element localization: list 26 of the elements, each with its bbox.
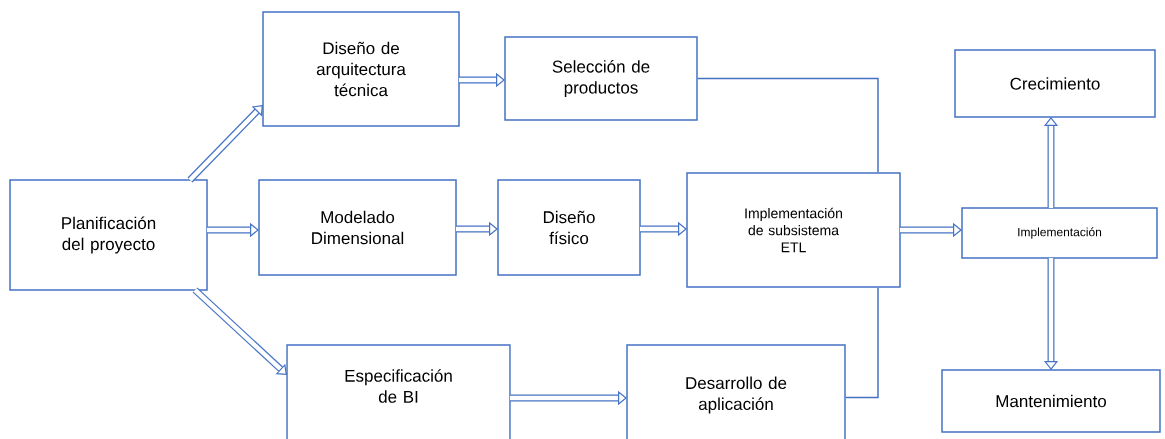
process-box — [686, 172, 901, 288]
node-label: Mantenimiento — [996, 394, 1107, 408]
node-label: Planificación del proyecto — [62, 216, 156, 254]
process-box — [286, 344, 511, 439]
process-box — [9, 179, 208, 291]
process-box — [262, 11, 460, 127]
node-label: Diseño físico — [543, 210, 595, 245]
node-label: Crecimiento — [1010, 77, 1100, 90]
connector-line — [845, 287, 879, 399]
node-label: Implementación — [1018, 227, 1102, 239]
node-label: Selección de productos — [552, 59, 650, 98]
node-label: Especificación de BI — [345, 369, 452, 403]
node-label: Implementación de subsistema ETL — [745, 207, 842, 253]
process-box — [258, 179, 457, 276]
node-label: Modelado Dimensional — [312, 210, 404, 245]
process-box — [504, 36, 698, 121]
connector-line — [697, 77, 879, 173]
process-box — [626, 344, 846, 439]
block-arrow — [187, 105, 263, 183]
process-box — [954, 49, 1156, 118]
block-arrow — [192, 287, 287, 375]
process-box — [961, 207, 1158, 259]
node-label: Diseño de arquitectura técnica — [316, 41, 406, 97]
process-box — [941, 369, 1161, 433]
process-box — [497, 179, 641, 276]
node-label: Desarrollo de aplicación — [686, 376, 787, 414]
